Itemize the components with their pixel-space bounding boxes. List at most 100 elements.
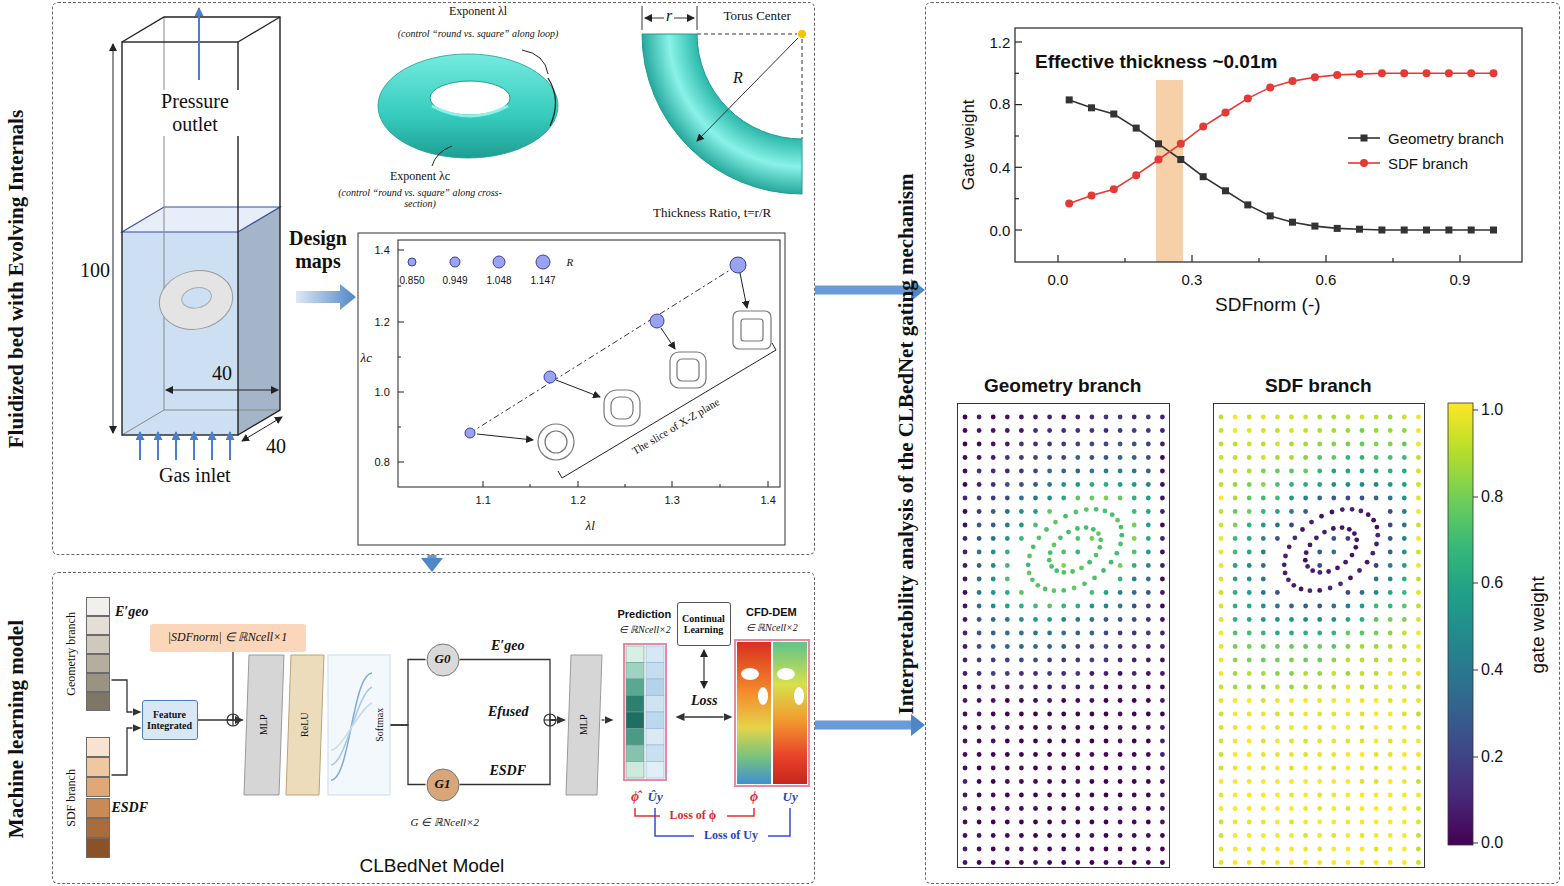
- data-dot: [1317, 684, 1322, 689]
- data-dot: [1103, 806, 1108, 811]
- data-dot: [1033, 509, 1038, 514]
- data-dot: [1246, 495, 1251, 500]
- data-dot: [1246, 576, 1251, 581]
- data-dot: [1401, 833, 1406, 838]
- data-dot: [1246, 617, 1251, 622]
- data-dot: [1019, 671, 1024, 676]
- data-dot: [1061, 468, 1066, 473]
- data-dot: [1089, 603, 1094, 608]
- data-dot: [1103, 698, 1108, 703]
- line-shape: [398, 462, 404, 463]
- data-dot: [1345, 698, 1350, 703]
- data-dot: [1309, 519, 1314, 524]
- data-dot: [1145, 468, 1150, 473]
- data-dot: [1047, 414, 1052, 419]
- data-dot: [1019, 711, 1024, 716]
- text-label: E′geo: [115, 604, 149, 620]
- data-dot: [1103, 833, 1108, 838]
- data-dot: [1303, 860, 1308, 865]
- data-marker: [1400, 69, 1408, 77]
- text-label: ϕ̂: [631, 789, 639, 805]
- data-dot: [1232, 441, 1237, 446]
- data-dot: [962, 657, 967, 662]
- data-dot: [1387, 590, 1392, 595]
- data-dot: [1401, 441, 1406, 446]
- data-dot: [1359, 617, 1364, 622]
- data-dot: [1047, 765, 1052, 770]
- circle-shape: [536, 255, 550, 269]
- data-dot: [1331, 482, 1336, 487]
- data-dot: [1160, 509, 1165, 514]
- data-dot: [1117, 779, 1122, 784]
- data-dot: [1004, 576, 1009, 581]
- data-dot: [1087, 559, 1092, 564]
- data-dot: [1004, 563, 1009, 568]
- line-shape: [483, 481, 484, 487]
- data-dot: [1303, 617, 1308, 622]
- data-dot: [976, 833, 981, 838]
- data-dot: [1117, 792, 1122, 797]
- data-dot: [1047, 617, 1052, 622]
- data-dot: [1117, 684, 1122, 689]
- data-dot: [990, 590, 995, 595]
- data-dot: [1387, 576, 1392, 581]
- data-dot: [1033, 630, 1038, 635]
- data-dot: [962, 860, 967, 865]
- data-dot: [1373, 779, 1378, 784]
- data-dot: [1387, 792, 1392, 797]
- data-dot: [1004, 522, 1009, 527]
- data-dot: [1373, 482, 1378, 487]
- data-dot: [1019, 806, 1024, 811]
- data-dot: [1359, 711, 1364, 716]
- data-dot: [1145, 414, 1150, 419]
- data-dot: [1331, 833, 1336, 838]
- data-dot: [1089, 644, 1094, 649]
- data-dot: [1131, 765, 1136, 770]
- data-dot: [1281, 562, 1286, 567]
- data-dot: [1131, 657, 1136, 662]
- torus-figure: [378, 6, 806, 194]
- data-dot: [1218, 833, 1223, 838]
- data-dot: [1004, 725, 1009, 730]
- text-label: G ∈ ℝNcell×2: [411, 816, 480, 829]
- data-dot: [962, 455, 967, 460]
- data-dot: [1047, 738, 1052, 743]
- data-dot: [1218, 738, 1223, 743]
- data-dot: [1348, 575, 1353, 580]
- data-dot: [1303, 455, 1308, 460]
- data-dot: [1131, 495, 1136, 500]
- internal-shape: [741, 668, 759, 680]
- data-marker: [1088, 192, 1096, 200]
- data-dot: [990, 765, 995, 770]
- data-dot: [1047, 509, 1052, 514]
- text-label: Exponent λl: [449, 5, 507, 19]
- data-dot: [1317, 698, 1322, 703]
- line-shape: [175, 432, 177, 460]
- data-dot: [1246, 792, 1251, 797]
- data-dot: [1019, 414, 1024, 419]
- data-dot: [1416, 563, 1421, 568]
- data-dot: [1160, 752, 1165, 757]
- data-dot: [1004, 495, 1009, 500]
- data-dot: [1275, 428, 1280, 433]
- data-dot: [1289, 846, 1294, 851]
- line-shape: [530, 484, 531, 487]
- data-dot: [1317, 806, 1322, 811]
- data-dot: [1317, 455, 1322, 460]
- data-dot: [1063, 513, 1068, 518]
- data-dot: [1145, 522, 1150, 527]
- data-dot: [1289, 455, 1294, 460]
- polygon-shape: [122, 232, 238, 435]
- data-dot: [1103, 752, 1108, 757]
- layer-block: MLP: [566, 655, 602, 795]
- data-dot: [1289, 792, 1294, 797]
- data-dot: [1131, 441, 1136, 446]
- legend-text: Geometry branch: [1388, 130, 1504, 147]
- data-dot: [962, 495, 967, 500]
- data-dot: [1047, 698, 1052, 703]
- data-dot: [1075, 738, 1080, 743]
- data-dot: [1089, 792, 1094, 797]
- data-dot: [1075, 765, 1080, 770]
- ellipse-shape: [180, 285, 214, 311]
